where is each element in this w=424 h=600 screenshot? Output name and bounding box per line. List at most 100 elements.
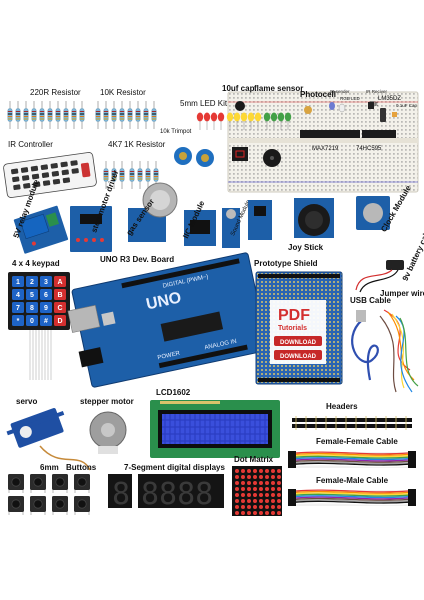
matrix-dot [253, 499, 257, 503]
matrix-dot [271, 481, 275, 485]
matrix-dot [259, 499, 263, 503]
matrix-dot [235, 469, 239, 473]
matrix-dot [253, 469, 257, 473]
cable-wire [295, 452, 409, 456]
matrix-dot [271, 475, 275, 479]
matrix-dot [265, 511, 269, 515]
clock-module [356, 196, 390, 230]
jumper-wires [379, 309, 419, 393]
cable-wire [295, 489, 409, 493]
label-keypad: 4 x 4 keypad [12, 259, 60, 268]
label-220r-resistor: 220R Resistor [30, 88, 81, 97]
matrix-dot [253, 511, 257, 515]
matrix-dot [253, 493, 257, 497]
label-ir-receiver: IR Reciver [366, 89, 388, 94]
female-female-cable [288, 451, 416, 468]
svg-text:#: # [44, 318, 48, 325]
ic-max7219 [300, 130, 360, 138]
matrix-dot [235, 475, 239, 479]
matrix-dot [277, 469, 281, 473]
resistors-10k [95, 100, 157, 130]
matrix-dot [265, 493, 269, 497]
matrix-dot [271, 511, 275, 515]
svg-text:2: 2 [30, 279, 34, 286]
label-74hc595: 74HC595 [356, 146, 382, 152]
matrix-dot [265, 505, 269, 509]
keypad-key: 1 [12, 276, 24, 287]
matrix-dot [259, 493, 263, 497]
svg-text:8: 8 [30, 305, 34, 312]
matrix-dot [247, 469, 251, 473]
cable-connector [288, 451, 296, 468]
gas-sensor [128, 182, 178, 242]
pdf-logo-text: PDF [278, 307, 310, 324]
matrix-dot [247, 475, 251, 479]
label-max7219: MAX7219 [312, 146, 339, 152]
label-prototype-shield: Prototype Shield [254, 259, 318, 268]
matrix-dot [241, 511, 245, 515]
hall-module [248, 200, 272, 240]
svg-text:4: 4 [16, 292, 20, 299]
seven-segment-four: 8888 [138, 474, 224, 512]
usb-cable [351, 310, 379, 381]
small-components [235, 101, 397, 122]
keypad-key: * [12, 315, 24, 326]
matrix-dot [259, 481, 263, 485]
push-buttons [7, 473, 91, 516]
svg-text:*: * [17, 318, 20, 325]
cable-wire [295, 499, 409, 503]
keypad-key: 7 [12, 302, 24, 313]
matrix-dot [235, 487, 239, 491]
svg-text:0: 0 [30, 318, 34, 325]
cable-wire [295, 461, 409, 465]
label-7-segment: 7-Segment digital displays [124, 463, 225, 472]
pdf-tutorials-text: Tutorials [278, 325, 307, 332]
matrix-dot [277, 481, 281, 485]
pin-headers [292, 416, 412, 430]
lcd1602 [150, 400, 280, 458]
label-led-kit: 5mm LED Kit [180, 99, 228, 108]
matrix-dot [235, 481, 239, 485]
cable-wire [295, 497, 409, 501]
keypad-key: 3 [40, 276, 52, 287]
label-flame-sensor: flame sensor [254, 84, 303, 93]
matrix-dot [259, 505, 263, 509]
svg-text:D: D [57, 318, 62, 325]
label-lcd1602: LCD1602 [156, 388, 191, 397]
cable-wire [295, 496, 409, 500]
svg-text:5: 5 [30, 292, 34, 299]
matrix-dot [247, 487, 251, 491]
matrix-dot [235, 505, 239, 509]
keypad-key: C [54, 302, 66, 313]
matrix-dot [241, 487, 245, 491]
matrix-dot [277, 487, 281, 491]
cable-wire [295, 462, 409, 466]
keypad-key: B [54, 289, 66, 300]
ic-74hc595 [362, 130, 396, 138]
matrix-dot [271, 487, 275, 491]
cable-wire [295, 492, 409, 496]
label-stepper-motor: stepper motor [80, 397, 134, 406]
svg-text:B: B [57, 292, 62, 299]
label-0-1uf-cap: 0.1uF Cap [396, 103, 418, 108]
cable-wire [295, 451, 409, 455]
matrix-dot [271, 469, 275, 473]
matrix-dot [259, 469, 263, 473]
label-female-male: Female-Male Cable [316, 476, 389, 485]
label-rgb-led: RGB LED [340, 96, 361, 101]
matrix-dot [271, 499, 275, 503]
cable-wire [295, 458, 409, 462]
label-ir-controller: IR Controller [8, 140, 53, 149]
label-ir-sender: IR sender [330, 89, 350, 94]
matrix-dot [265, 469, 269, 473]
matrix-dot [277, 499, 281, 503]
download-button-1: DOWNLOAD [280, 340, 317, 346]
matrix-dot [241, 493, 245, 497]
label-lm35dz: LM35DZ [378, 96, 401, 102]
keypad-key: 8 [26, 302, 38, 313]
matrix-dot [265, 475, 269, 479]
relay-module [13, 205, 69, 254]
matrix-dot [271, 493, 275, 497]
